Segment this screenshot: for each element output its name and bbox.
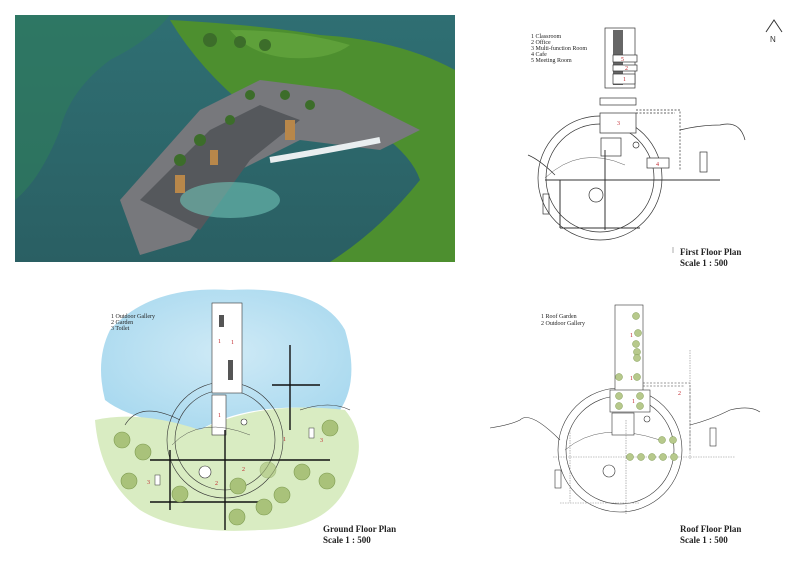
svg-text:2: 2 xyxy=(625,66,628,72)
svg-text:4: 4 xyxy=(656,162,659,168)
first-floor-room-numbers: 5 2 1 3 4 xyxy=(617,57,659,168)
roof-floor-title: Roof Floor Plan xyxy=(680,524,741,534)
svg-text:1 Outdoor Gallery: 1 Outdoor Gallery xyxy=(111,314,155,320)
svg-text:1: 1 xyxy=(630,376,633,382)
roof-floor-legend: 1 Roof Garden 2 Outdoor Gallery xyxy=(541,313,585,327)
svg-text:1: 1 xyxy=(218,339,221,345)
svg-text:1: 1 xyxy=(630,333,633,339)
svg-text:1: 1 xyxy=(231,340,234,346)
svg-text:5: 5 xyxy=(621,57,624,63)
svg-text:2 Office: 2 Office xyxy=(531,39,551,46)
ground-floor-legend: 1 Outdoor Gallery 2 Garden 3 Toilet xyxy=(111,314,155,332)
first-floor-title: First Floor Plan xyxy=(680,247,741,257)
svg-text:2: 2 xyxy=(215,481,218,487)
svg-text:3 Toilet: 3 Toilet xyxy=(111,326,130,332)
svg-text:1: 1 xyxy=(623,77,626,83)
svg-text:5 Meeting Room: 5 Meeting Room xyxy=(531,58,572,64)
svg-text:1 Classroom: 1 Classroom xyxy=(531,34,562,40)
svg-text:1: 1 xyxy=(283,437,286,443)
north-arrow-icon: N xyxy=(765,19,783,44)
svg-text:4 Cafe: 4 Cafe xyxy=(531,51,547,58)
svg-text:3: 3 xyxy=(320,438,323,444)
aerial-render xyxy=(15,15,455,262)
roof-floor-room-numbers: 1 1 1 2 xyxy=(630,333,681,405)
svg-text:1: 1 xyxy=(632,399,635,405)
svg-text:3 Multi-function Room: 3 Multi-function Room xyxy=(531,45,587,52)
ground-floor-scale: Scale 1 : 500 xyxy=(323,535,371,545)
svg-text:2: 2 xyxy=(678,391,681,397)
ground-floor-room-numbers: 1 1 1 1 2 2 3 3 xyxy=(147,339,323,487)
svg-text:1: 1 xyxy=(218,413,221,419)
svg-text:2: 2 xyxy=(242,467,245,473)
roof-floor-plan xyxy=(489,304,761,515)
first-floor-legend: 1 Classroom 2 Office 3 Multi-function Ro… xyxy=(531,34,587,64)
svg-text:3: 3 xyxy=(617,121,620,127)
first-floor-plan xyxy=(527,27,746,241)
svg-text:1 Roof Garden: 1 Roof Garden xyxy=(541,313,577,320)
ground-floor-title: Ground Floor Plan xyxy=(323,524,396,534)
ground-floor-plan xyxy=(95,289,359,531)
roof-tree-icons xyxy=(615,312,678,461)
svg-text:2 Garden: 2 Garden xyxy=(111,320,133,326)
svg-text:3: 3 xyxy=(147,480,150,486)
tree-icons xyxy=(113,419,339,526)
svg-text:N: N xyxy=(770,35,776,44)
roof-floor-scale: Scale 1 : 500 xyxy=(680,535,728,545)
first-floor-scale: Scale 1 : 500 xyxy=(680,258,728,268)
svg-text:2 Outdoor Gallery: 2 Outdoor Gallery xyxy=(541,321,585,327)
